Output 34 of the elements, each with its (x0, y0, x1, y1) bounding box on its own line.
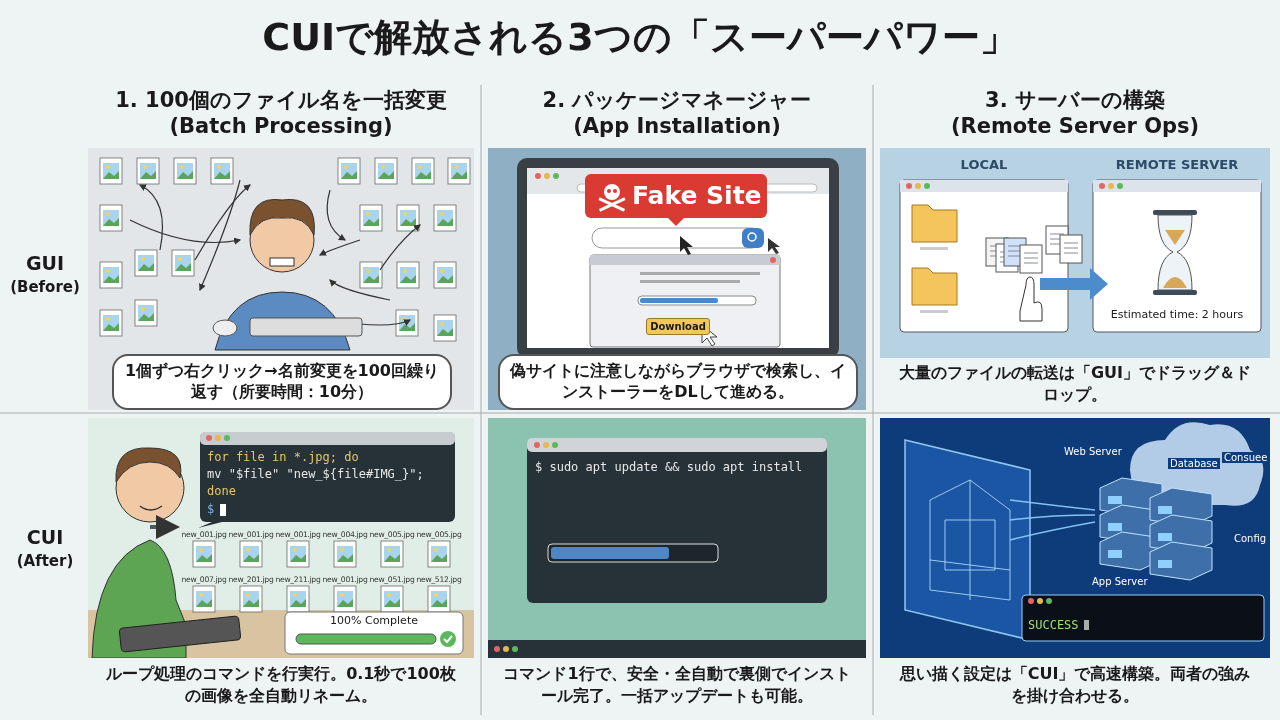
title: CUIで解放される3つの「スーパーパワー」 (261, 14, 1019, 61)
speech-bubble: 偽サイトに注意しながらブラウザで検索し、インストーラーをDLして進める。 (498, 354, 858, 410)
warning-text: Fake Site (632, 181, 762, 210)
progress-label: 100% Complete (329, 614, 419, 627)
caption: 大量のファイルの転送は「GUI」でドラッグ＆ドロップ。 (897, 362, 1253, 406)
terminal-line: done (207, 484, 236, 498)
server-label: App Server (1090, 576, 1150, 587)
caption: ループ処理のコマンドを行実行。0.1秒で100枚の画像を全自動リネーム。 (105, 663, 457, 707)
terminal-line: mv "$file" "new_${file#IMG_}"; (207, 467, 424, 481)
estimate-text: Estimated time: 2 hours (1109, 308, 1245, 321)
column-heading: (Remote Server Ops) (949, 114, 1201, 138)
caption: コマンド1行で、安全・全自動で裏側でインストール完了。一括アップデートも可能。 (502, 663, 852, 707)
row-label: CUI (25, 526, 65, 548)
server-label: Web Server (1062, 446, 1124, 457)
window-label: REMOTE SERVER (1114, 157, 1240, 172)
terminal-line: $ (207, 502, 215, 516)
server-label: Config (1232, 533, 1269, 544)
column-heading: 3. サーバーの構築 (984, 87, 1166, 114)
column-heading: (App Installation) (572, 114, 782, 138)
terminal-line: for file in *.jpg; do (207, 450, 359, 464)
row-label: (Before) (9, 278, 81, 296)
caption: 思い描く設定は「CUI」で高速構築。両者の強みを掛け合わせる。 (898, 663, 1252, 707)
speech-bubble: 1個ずつ右クリック→名前変更を100回繰り返す（所要時間：10分） (112, 354, 452, 410)
status-text: SUCCESS (1028, 618, 1079, 632)
row-label: GUI (24, 252, 66, 274)
column-heading: (Batch Processing) (168, 114, 394, 138)
column-heading: 1. 100個のファイル名を一括変更 (114, 87, 448, 114)
server-label: Database (1168, 458, 1220, 469)
terminal-line: $ sudo apt update && sudo apt install (535, 460, 803, 474)
row-label: (After) (15, 552, 75, 570)
download-button: Download (646, 318, 710, 335)
window-label: LOCAL (959, 157, 1009, 172)
server-label: Consuee (1222, 452, 1270, 463)
column-heading: 2. パッケージマネージャー (541, 87, 813, 114)
